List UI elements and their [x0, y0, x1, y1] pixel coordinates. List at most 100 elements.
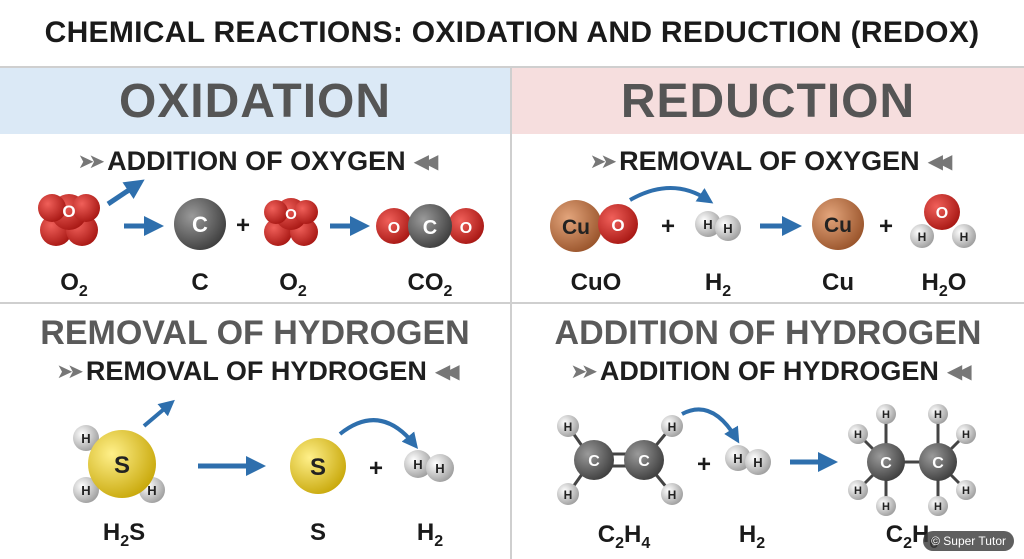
- chevron-left-icon: ◀◀: [927, 151, 953, 173]
- svg-text:H: H: [854, 485, 862, 497]
- h2-molecule: H H: [695, 211, 741, 241]
- reduction-panel: REDUCTION ➤➤ REMOVAL OF OXYGEN ◀◀ Cu O +…: [512, 68, 1024, 304]
- svg-text:H: H: [668, 488, 677, 502]
- reduction-subheading-text: REMOVAL OF OXYGEN: [619, 146, 920, 176]
- copper-atom: Cu: [812, 198, 864, 250]
- svg-text:H: H: [703, 217, 712, 232]
- carbon-atom: C: [174, 198, 226, 250]
- atom-cu-label: Cu: [562, 216, 590, 239]
- svg-text:H: H: [960, 230, 969, 244]
- chevron-left-icon: ◀◀: [413, 151, 439, 173]
- svg-text:H: H: [934, 501, 942, 513]
- plus-sign: +: [236, 212, 250, 239]
- svg-text:C: C: [932, 455, 944, 472]
- oxidation-diagram: O C + O O C O O2: [38, 179, 484, 300]
- formula-label: C: [191, 269, 208, 296]
- formula-label: Cu: [822, 269, 854, 296]
- chevron-right-icon: ➤➤: [589, 151, 617, 173]
- svg-text:C: C: [638, 453, 650, 470]
- page-title: CHEMICAL REACTIONS: OXIDATION AND REDUCT…: [44, 16, 980, 49]
- formula-label: S: [310, 519, 326, 546]
- h2-molecule: H H: [725, 445, 771, 475]
- reduction-diagram: Cu O + H H Cu + O H H CuO H2: [550, 186, 976, 300]
- formula-label: H2: [417, 519, 443, 550]
- oxidation-panel: OXIDATION ➤➤ ADDITION OF OXYGEN ◀◀ O C +: [0, 68, 512, 304]
- removal-hydrogen-heading: REMOVAL OF HYDROGEN: [40, 314, 470, 352]
- atom-o-label: O: [285, 206, 297, 223]
- addition-hydrogen-heading: ADDITION OF HYDROGEN: [554, 314, 982, 352]
- svg-text:H: H: [962, 429, 970, 441]
- o2-molecule-2: O: [264, 198, 318, 246]
- addition-hydrogen-subheading: ➤➤ ADDITION OF HYDROGEN ◀◀: [512, 356, 1024, 387]
- chevron-right-icon: ➤➤: [570, 361, 597, 383]
- svg-text:H: H: [81, 483, 90, 498]
- svg-text:H: H: [753, 455, 762, 470]
- svg-text:H: H: [854, 429, 862, 441]
- svg-text:O: O: [936, 205, 948, 222]
- h2-molecule: H H: [404, 450, 454, 482]
- svg-text:H: H: [564, 420, 573, 434]
- formula-label: H2: [705, 269, 731, 300]
- curved-arrow-icon: [338, 418, 419, 449]
- curved-arrow-icon: [681, 407, 740, 444]
- svg-text:H: H: [81, 431, 90, 446]
- co2-molecule: O C O: [376, 204, 484, 248]
- arrow-up-icon: [142, 399, 175, 428]
- formula-label: H2S: [103, 519, 145, 550]
- svg-text:H: H: [435, 461, 444, 476]
- curved-arrow-icon: [629, 186, 714, 204]
- svg-text:H: H: [882, 409, 890, 421]
- chevron-left-icon: ◀◀: [434, 361, 460, 383]
- oxidation-header: OXIDATION: [118, 74, 392, 128]
- removal-hydrogen-subheading: ➤➤ REMOVAL OF HYDROGEN ◀◀: [0, 356, 510, 387]
- h2o-molecule: O H H: [910, 194, 976, 248]
- atom-c-label: C: [192, 212, 208, 237]
- atom-c-label: C: [423, 217, 437, 239]
- formula-label: C2H4: [598, 521, 651, 552]
- chevron-right-icon: ➤➤: [77, 151, 105, 173]
- removal-hydrogen-panel: REMOVAL OF HYDROGEN ➤➤ REMOVAL OF HYDROG…: [0, 304, 512, 559]
- atom-o-label: O: [62, 202, 75, 221]
- svg-text:H: H: [962, 485, 970, 497]
- svg-text:H: H: [723, 221, 732, 236]
- formula-label: O2: [60, 269, 88, 300]
- chevron-left-icon: ◀◀: [946, 361, 972, 383]
- addition-hydrogen-diagram: C C H H H H + H H: [557, 404, 976, 552]
- plus-sign: +: [661, 213, 675, 240]
- ethene-molecule: C C H H H H: [557, 415, 683, 505]
- formula-label: CO2: [408, 269, 453, 300]
- plus-sign: +: [697, 451, 711, 478]
- formula-label: O2: [279, 269, 307, 300]
- oxidation-band: OXIDATION: [0, 68, 510, 134]
- o2-molecule: O: [38, 194, 100, 246]
- title-bar: CHEMICAL REACTIONS: OXIDATION AND REDUCT…: [0, 0, 1024, 68]
- oxidation-subheading-text: ADDITION OF OXYGEN: [107, 146, 406, 176]
- svg-text:H: H: [882, 501, 890, 513]
- reduction-band: REDUCTION: [512, 68, 1024, 134]
- svg-text:C: C: [880, 455, 892, 472]
- h2s-molecule: H H H S: [73, 425, 165, 503]
- cuo-molecule: Cu O: [550, 200, 638, 252]
- svg-text:H: H: [413, 457, 422, 472]
- oxidation-subheading: ➤➤ ADDITION OF OXYGEN ◀◀: [0, 146, 510, 177]
- atom-s-label: S: [114, 452, 130, 479]
- chevron-right-icon: ➤➤: [56, 361, 83, 383]
- atom-o-label: O: [611, 216, 624, 235]
- svg-text:Cu: Cu: [824, 214, 852, 237]
- addition-hydrogen-panel: ADDITION OF HYDROGEN ➤➤ ADDITION OF HYDR…: [512, 304, 1024, 559]
- svg-text:S: S: [310, 454, 326, 481]
- atom-o-label: O: [460, 220, 472, 237]
- formula-label: H2O: [922, 269, 967, 300]
- formula-label: H2: [739, 521, 765, 552]
- sulfur-atom: S: [290, 438, 346, 494]
- svg-text:H: H: [934, 409, 942, 421]
- reduction-header: REDUCTION: [620, 74, 916, 128]
- formula-label: CuO: [571, 269, 622, 296]
- svg-text:H: H: [918, 230, 927, 244]
- reduction-subheading: ➤➤ REMOVAL OF OXYGEN ◀◀: [512, 146, 1024, 177]
- removal-hydrogen-subheading-text: REMOVAL OF HYDROGEN: [85, 356, 427, 386]
- svg-text:H: H: [668, 420, 677, 434]
- plus-sign: +: [369, 455, 383, 482]
- arrow-up-icon: [106, 179, 145, 207]
- ethane-molecule: C C H H H H H H H H: [848, 404, 976, 516]
